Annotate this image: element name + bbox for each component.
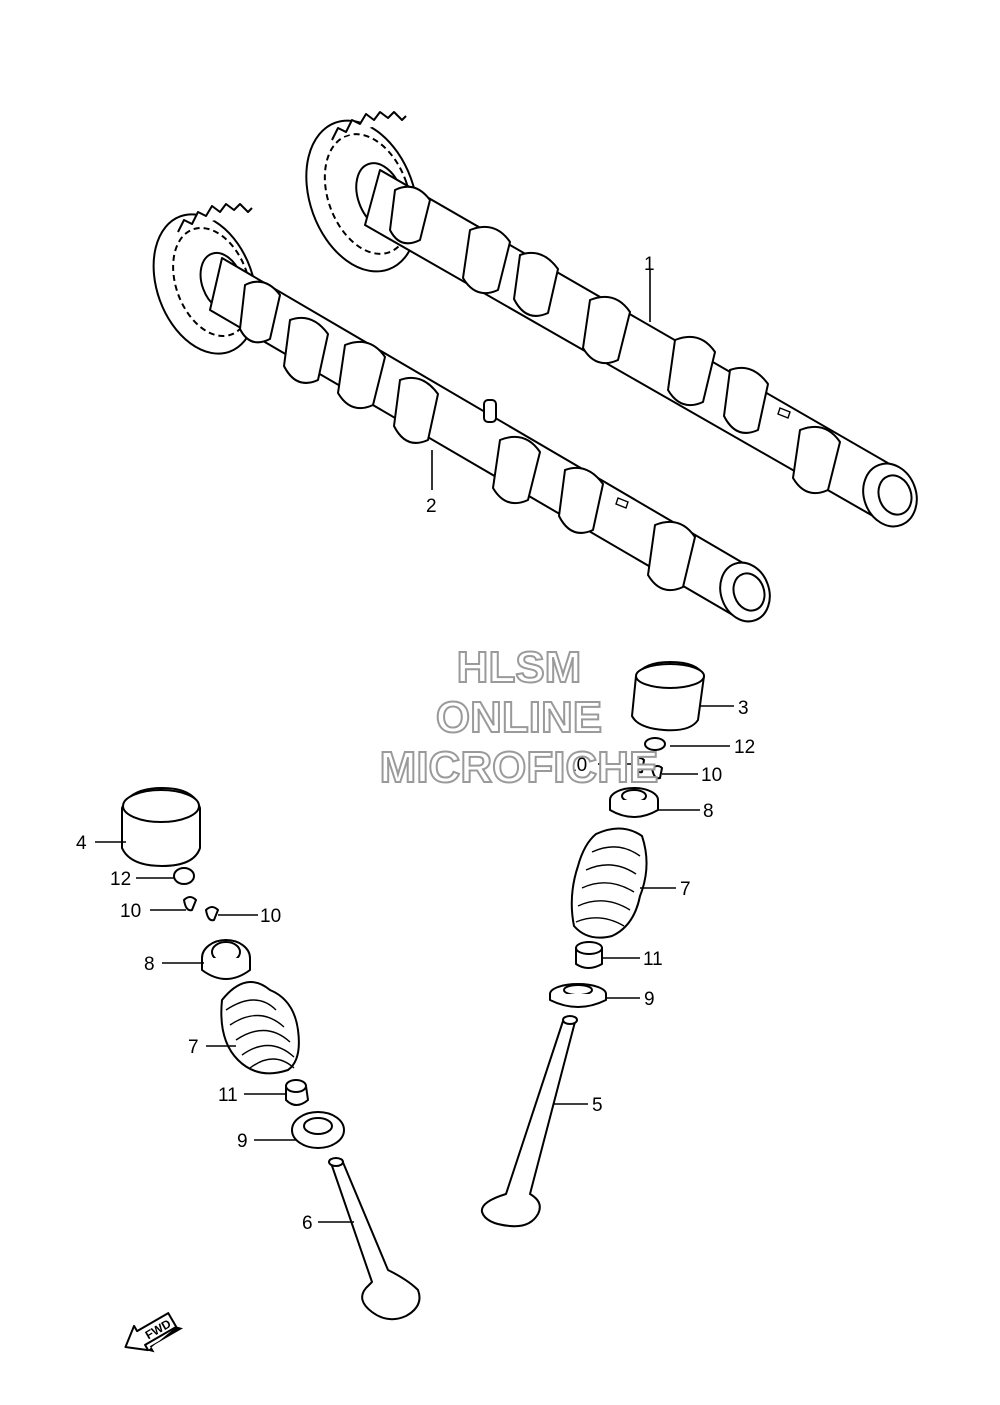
watermark-line-3: MICROFICHE xyxy=(380,743,659,792)
callout-10-left-b: 10 xyxy=(260,906,281,927)
callout-9-left: 9 xyxy=(237,1131,248,1152)
leader-lines xyxy=(95,270,734,1223)
callout-2: 2 xyxy=(426,496,437,517)
cotter-10-left[interactable] xyxy=(183,896,219,922)
valve-6[interactable] xyxy=(328,1157,421,1321)
callout-8-left: 8 xyxy=(144,954,155,975)
callout-7-left: 7 xyxy=(188,1037,199,1058)
callout-11-left: 11 xyxy=(218,1085,238,1106)
seat-9-right[interactable] xyxy=(549,983,607,1008)
seat-9-left[interactable] xyxy=(291,1111,345,1149)
callout-7-right: 7 xyxy=(680,879,691,900)
watermark-line-2: ONLINE xyxy=(436,693,602,742)
shim-12-right[interactable] xyxy=(644,737,666,751)
callout-11-right: 11 xyxy=(643,949,663,970)
callout-10-right-a: 10 xyxy=(566,755,587,776)
valve-5[interactable] xyxy=(480,1015,578,1228)
callout-6: 6 xyxy=(302,1213,313,1234)
callout-10-right-b: 10 xyxy=(701,765,722,786)
callout-5: 5 xyxy=(592,1095,603,1116)
callout-1: 1 xyxy=(644,254,655,275)
tappet-4[interactable] xyxy=(121,787,201,867)
callout-numbers: 1 2 3 4 5 6 7 7 8 8 9 9 10 10 10 10 11 1… xyxy=(76,254,755,1234)
retainer-8-right[interactable] xyxy=(609,787,659,818)
shim-12-left[interactable] xyxy=(173,867,195,885)
watermark-line-1: HLSM xyxy=(457,643,582,692)
tappet-3[interactable] xyxy=(631,661,705,732)
cotter-10-right[interactable] xyxy=(633,757,663,780)
callout-9-right: 9 xyxy=(644,989,655,1010)
fwd-arrow-icon: FWD xyxy=(124,1312,184,1353)
callout-4: 4 xyxy=(76,833,87,854)
spring-7-left[interactable] xyxy=(220,981,300,1075)
seal-11-left[interactable] xyxy=(285,1079,309,1106)
spring-7-right[interactable] xyxy=(570,827,648,939)
callout-12-left: 12 xyxy=(110,869,131,890)
callout-3: 3 xyxy=(738,698,749,719)
camshaft-2[interactable] xyxy=(135,200,778,628)
retainer-8-left[interactable] xyxy=(201,939,251,980)
callout-12-right: 12 xyxy=(734,737,755,758)
camshaft-1[interactable] xyxy=(286,105,925,534)
seal-11-right[interactable] xyxy=(575,941,603,969)
callout-10-left-a: 10 xyxy=(120,901,141,922)
watermark: HLSM ONLINE MICROFICHE xyxy=(379,642,660,793)
callout-8-right: 8 xyxy=(703,801,714,822)
